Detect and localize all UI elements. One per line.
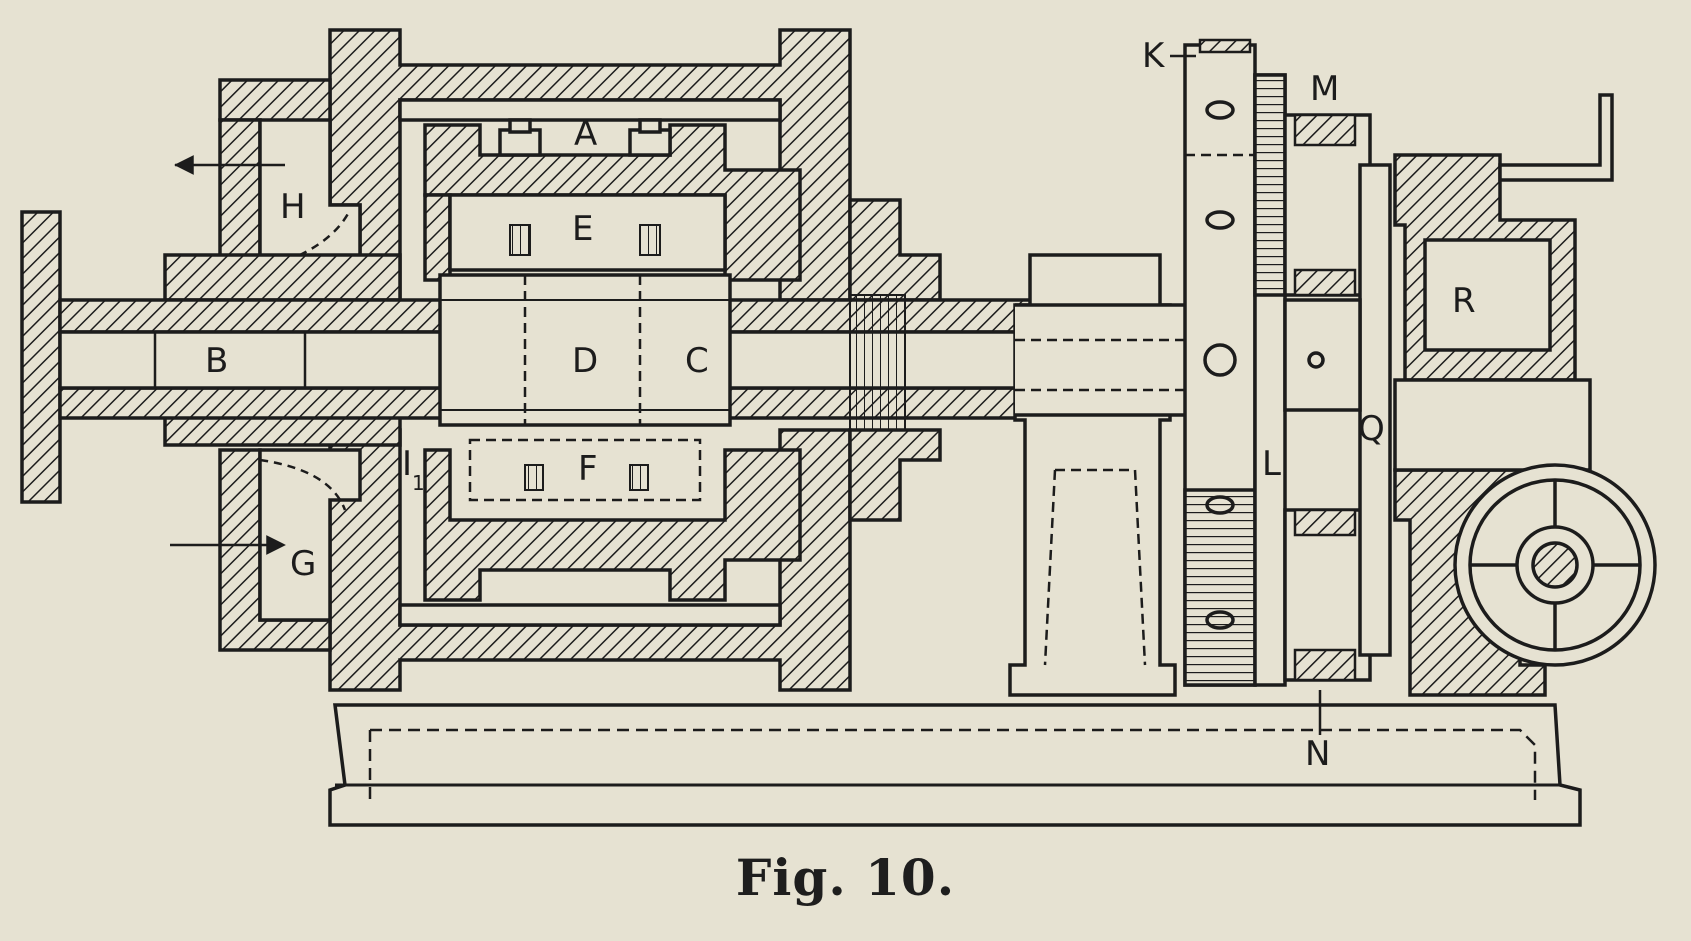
label-K: K bbox=[1142, 36, 1166, 76]
part-labels: A B C D E F G H I 1 K L M N Q R bbox=[205, 36, 1476, 774]
left-head bbox=[163, 78, 402, 652]
label-H: H bbox=[280, 187, 306, 227]
inner-chamber bbox=[423, 118, 802, 602]
planet-gear-train bbox=[1253, 73, 1392, 687]
label-I: I bbox=[402, 444, 412, 484]
label-M: M bbox=[1310, 69, 1339, 109]
label-E: E bbox=[572, 209, 593, 249]
label-I-subscript: 1 bbox=[412, 471, 425, 495]
label-G: G bbox=[290, 544, 316, 584]
label-R: R bbox=[1452, 281, 1476, 321]
label-L: L bbox=[1262, 444, 1281, 484]
label-A: A bbox=[574, 114, 597, 154]
gear-wheel bbox=[1183, 38, 1257, 687]
base-plate bbox=[328, 703, 1582, 827]
label-B: B bbox=[205, 341, 228, 381]
main-shaft bbox=[20, 210, 1072, 504]
right-housing bbox=[1393, 93, 1657, 697]
label-F: F bbox=[578, 449, 598, 489]
label-Q: Q bbox=[1358, 409, 1385, 449]
figure-caption: Fig. 10. bbox=[735, 848, 956, 907]
label-N: N bbox=[1305, 734, 1330, 774]
label-C: C bbox=[685, 341, 709, 381]
label-D: D bbox=[572, 341, 598, 381]
